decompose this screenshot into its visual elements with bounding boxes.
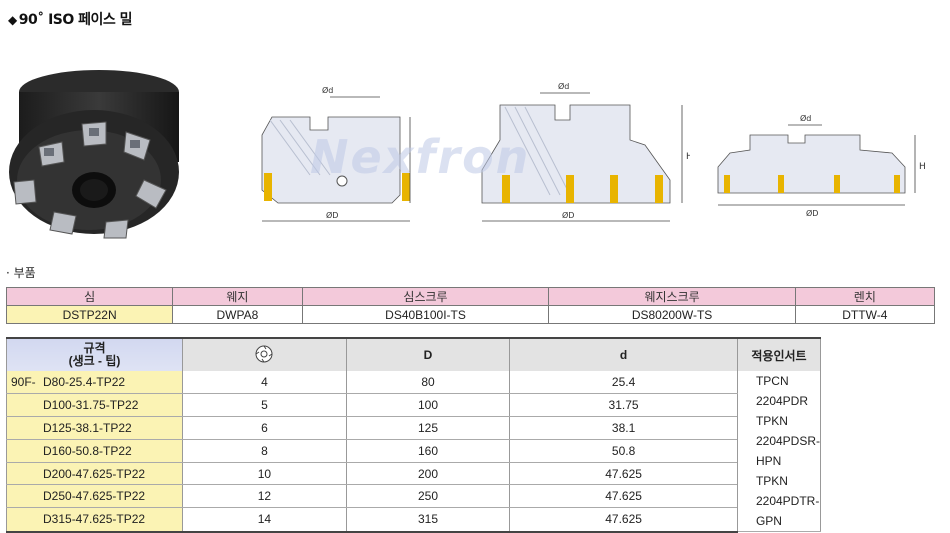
spec-model: D315-47.625-TP22 [6,507,183,533]
spec-row: 90F- D80-25.4-TP22 4 80 25.4 TPCN 2204PDR… [6,371,822,532]
parts-value-wedge-screw: DS80200W-TS [548,305,796,324]
spec-D: 315 [345,507,511,533]
spec-model: D125-38.1-TP22 [6,416,183,440]
insert-item: TPKN 2204PDTR-GPN [755,474,820,528]
spec-d: 47.625 [509,484,738,509]
dim-d-label: Ød [322,85,333,95]
spec-row: D100-31.75-TP22 5 100 31.75 [6,393,821,417]
spec-D: 250 [345,484,511,509]
spec-insert-list: TPCN 2204PDR TPKN 2204PDSR-HPN TPKN 2204… [736,371,822,532]
spec-row: D315-47.625-TP22 14 315 47.625 [6,507,821,533]
spec-row: D200-47.625-TP22 10 200 47.625 [6,462,821,486]
parts-value-shim-screw: DS40B100I-TS [301,305,550,324]
parts-table: 심 웨지 심스크루 웨지스크루 렌치 DSTP22N DWPA8 DS40B10… [5,287,936,324]
spec-row: D160-50.8-TP22 8 160 50.8 [6,439,821,463]
dim-H-label-2: H [686,152,690,162]
spec-teeth: 5 [182,393,347,417]
spec-row: D125-38.1-TP22 6 125 38.1 [6,416,821,440]
dim-d-label-3: Ød [800,113,811,123]
spec-d: 25.4 [509,371,738,394]
spec-model: 90F- D80-25.4-TP22 [6,371,183,394]
spec-header-model-line1: 규격 [83,341,106,355]
parts-value-wedge: DWPA8 [172,305,303,324]
spec-model-text: D200-47.625-TP22 [43,466,146,481]
face-mill-drawing-1: Ød H ØD [261,85,411,222]
parts-header-wedge: 웨지 [172,287,303,306]
spec-d: 47.625 [509,462,738,486]
watermark-logo: Nexfron [310,130,531,184]
parts-value-row: DSTP22N DWPA8 DS40B100I-TS DS80200W-TS D… [5,305,936,324]
parts-section-label: · 부품 [6,266,36,280]
face-mill-photo [9,70,179,239]
spec-teeth: 4 [182,371,347,394]
parts-header-wedge-screw: 웨지스크루 [548,287,796,306]
spec-teeth: 6 [182,416,347,440]
spec-header-d: d [509,337,738,371]
spec-model-text: D80-25.4-TP22 [43,374,126,389]
spec-model-text: D100-31.75-TP22 [43,397,139,412]
dim-D-label: ØD [326,210,338,220]
parts-header-shim: 심 [5,287,174,306]
spec-table: 규격(생크 - 팁) D d 적용인서트 90F- D80-25.4-TP22 4… [6,337,822,533]
parts-value-shim: DSTP22N [5,305,174,324]
spec-D: 200 [345,462,511,486]
spec-model: D160-50.8-TP22 [6,439,183,463]
spec-model-text: D160-50.8-TP22 [43,443,132,458]
dim-H-label-3: H [919,162,926,172]
face-mill-drawing-3: Ød H ØD [717,113,926,218]
spec-teeth: 8 [182,439,347,463]
spec-model: D250-47.625-TP22 [6,484,183,509]
page-title: ◆90˚ ISO 페이스 밀 [8,9,133,29]
parts-header-row: 심 웨지 심스크루 웨지스크루 렌치 [5,287,936,306]
spec-model-prefix: 90F- [11,374,36,389]
spec-teeth: 10 [182,462,347,486]
spec-D: 100 [345,393,511,417]
spec-d: 50.8 [509,439,738,463]
spec-header-row: 규격(생크 - 팁) D d 적용인서트 [6,337,822,371]
dim-D-label-3: ØD [806,208,818,218]
parts-header-shim-screw: 심스크루 [301,287,550,306]
dim-D-label-2: ØD [562,210,574,220]
spec-model: D200-47.625-TP22 [6,462,183,486]
parts-value-wrench: DTTW-4 [794,305,936,324]
spec-model: D100-31.75-TP22 [6,393,183,417]
spec-model-text: D315-47.625-TP22 [43,512,146,527]
spec-teeth: 14 [182,507,347,533]
teeth-count-icon [255,345,273,362]
spec-header-insert: 적용인서트 [736,337,822,371]
diamond-bullet: ◆ [8,13,17,27]
spec-d: 38.1 [509,416,738,440]
spec-header-teeth [182,337,347,371]
spec-model-text: D125-38.1-TP22 [43,420,132,435]
spec-D: 125 [345,416,511,440]
insert-item: TPKN 2204PDSR-HPN [755,414,820,468]
spec-model-text: D250-47.625-TP22 [43,489,146,504]
spec-D: 160 [345,439,511,463]
spec-header-model: 규격(생크 - 팁) [6,337,183,371]
spec-d: 47.625 [509,507,738,533]
page-title-text: 90˚ ISO 페이스 밀 [18,12,133,28]
spec-row: D250-47.625-TP22 12 250 47.625 [6,484,821,509]
spec-D: 80 [345,371,511,394]
spec-d: 31.75 [509,393,738,417]
dim-d-label-2: Ød [558,81,569,91]
insert-item: TPCN 2204PDR [755,374,808,408]
spec-teeth: 12 [182,484,347,509]
parts-header-wrench: 렌치 [794,287,936,306]
spec-header-model-line2: (생크 - 팁) [68,354,121,368]
spec-header-D: D [345,337,511,371]
face-mill-drawing-2: Ød H ØD [481,81,690,222]
